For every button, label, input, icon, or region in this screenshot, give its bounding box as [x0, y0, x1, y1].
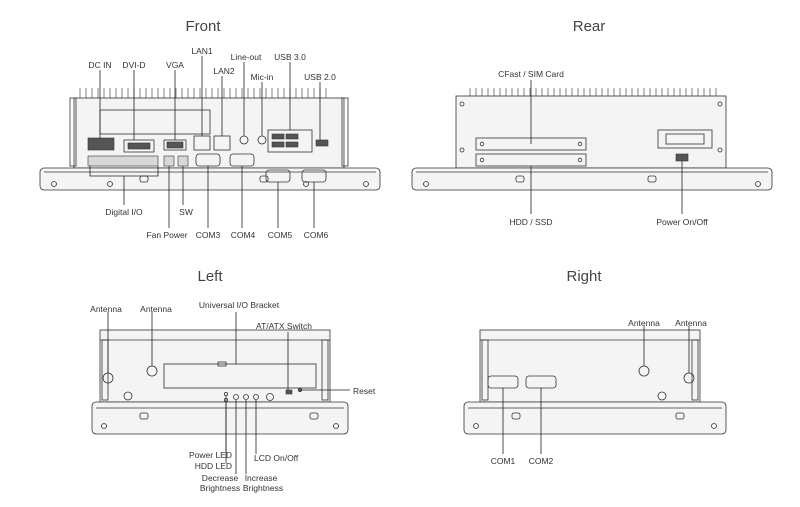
label-sw: SW — [179, 207, 193, 217]
label-lan1: LAN1 — [191, 46, 213, 56]
label-antenna-left-2: Antenna — [140, 304, 172, 314]
front-drawing — [39, 56, 381, 228]
front-heatsink — [79, 88, 327, 98]
label-dvi-d: DVI-D — [122, 60, 146, 70]
label-digital-io: Digital I/O — [105, 207, 143, 217]
right-body — [479, 329, 701, 403]
sw-port — [177, 155, 189, 167]
front-view: Front — [0, 0, 400, 250]
label-decrease: Decrease — [201, 473, 239, 483]
label-increase-brightness: Brightness — [242, 483, 284, 493]
label-dc-in: DC IN — [88, 60, 112, 70]
rear-bezel — [411, 167, 773, 191]
reset-button — [297, 387, 303, 393]
label-usb2: USB 2.0 — [304, 72, 336, 82]
front-bezel — [39, 167, 381, 191]
left-view: Left — [0, 250, 400, 507]
fan-power-port — [163, 155, 175, 167]
label-usb3: USB 3.0 — [274, 52, 306, 62]
right-title: Right — [566, 268, 602, 285]
left-bezel — [91, 401, 349, 435]
label-hdd: HDD / SSD — [509, 217, 553, 227]
label-line-out: Line-out — [230, 52, 262, 62]
label-com1: COM1 — [490, 456, 516, 466]
left-title: Left — [197, 268, 223, 285]
label-hdd-led: HDD LED — [194, 461, 232, 471]
label-universal-io-bracket: Universal I/O Bracket — [198, 300, 280, 310]
at-atx-switch — [285, 389, 293, 395]
label-fan-power: Fan Power — [146, 230, 188, 240]
label-power-led: Power LED — [189, 450, 232, 460]
label-com4: COM4 — [230, 230, 256, 240]
front-leaders — [89, 56, 321, 228]
rear-cover — [657, 129, 713, 149]
label-com3: COM3 — [195, 230, 221, 240]
left-drawing — [91, 312, 350, 474]
rear-heatsink — [469, 88, 717, 96]
left-body — [99, 329, 331, 403]
label-vga: VGA — [166, 60, 184, 70]
right-drawing — [463, 326, 727, 454]
label-antenna-right-2: Antenna — [675, 318, 707, 328]
rear-leaders — [530, 80, 683, 214]
power-switch — [675, 153, 689, 162]
right-view: Right Antenna Antenna COM1 COM2 — [400, 250, 800, 507]
label-antenna-left-1: Antenna — [90, 304, 122, 314]
left-leaders — [107, 312, 350, 474]
label-lan2: LAN2 — [213, 66, 235, 76]
label-lcd-onoff: LCD On/Off — [254, 453, 299, 463]
label-antenna-right-1: Antenna — [628, 318, 660, 328]
front-title: Front — [185, 18, 221, 35]
label-increase: Increase — [244, 473, 278, 483]
digital-io-port — [87, 155, 159, 167]
usb3-port — [271, 133, 285, 140]
dc-in-port — [87, 137, 115, 151]
label-decrease-brightness: Brightness — [199, 483, 241, 493]
label-cfast: CFast / SIM Card — [498, 69, 564, 79]
right-bezel — [463, 401, 727, 435]
rear-title: Rear — [572, 18, 606, 35]
label-com5: COM5 — [267, 230, 293, 240]
label-power-onoff: Power On/Off — [656, 217, 708, 227]
label-mic-in: Mic-in — [250, 72, 274, 82]
rear-view: Rear — [400, 0, 800, 250]
label-reset: Reset — [353, 386, 376, 396]
rear-drawing — [411, 80, 773, 214]
universal-io-bracket — [163, 363, 317, 389]
label-at-atx-switch: AT/ATX Switch — [256, 321, 312, 331]
dvi-port — [123, 139, 155, 153]
usb2-port — [315, 139, 329, 147]
right-leaders — [502, 326, 690, 454]
label-com6: COM6 — [303, 230, 329, 240]
label-com2: COM2 — [528, 456, 554, 466]
